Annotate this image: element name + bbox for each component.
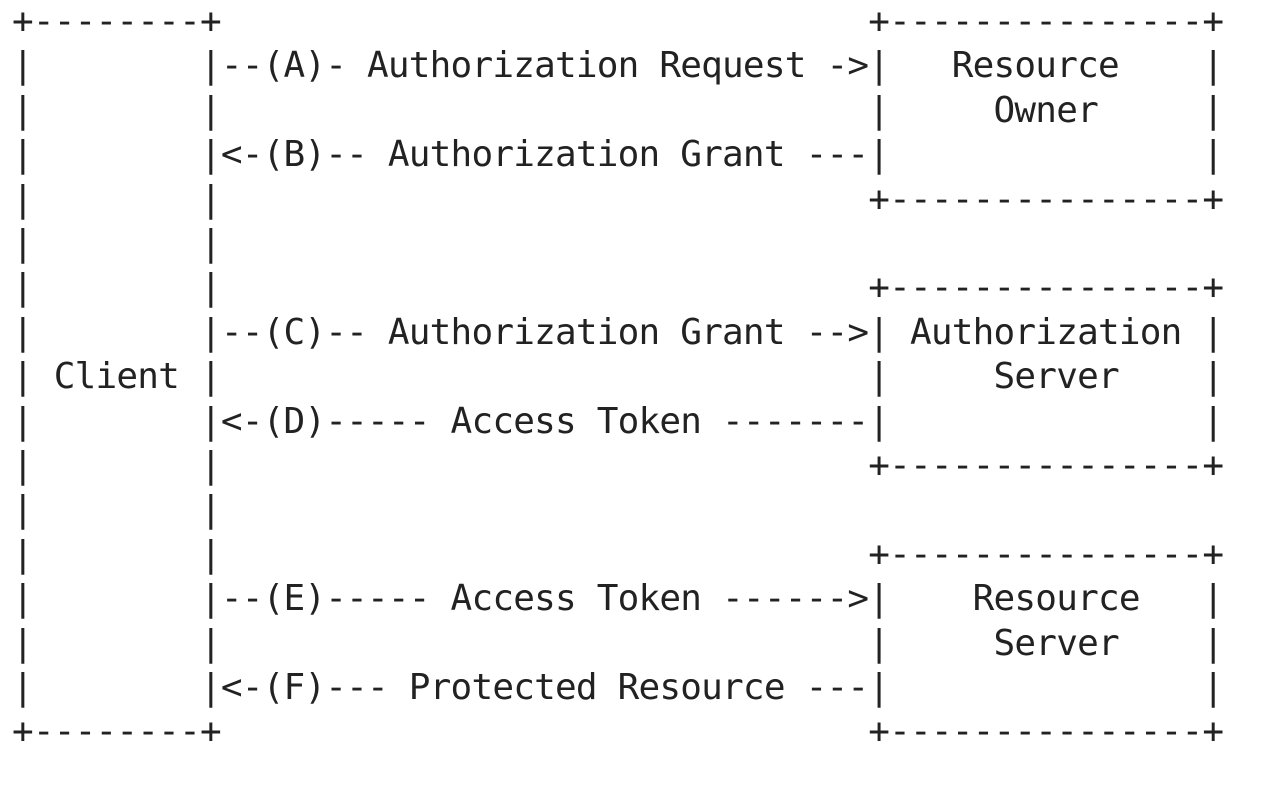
diagram-line-authorization-server-bottom-border: | | +---------------+ (12, 445, 1224, 486)
diagram-line-b-authorization-grant: | |<-(B)-- Authorization Grant ---| | (12, 134, 1224, 176)
diagram-line-client-top-border: +--------+ +---------------+ (12, 1, 1224, 42)
diagram-line-client-label: | Client | | Server | (12, 356, 1224, 398)
diagram-line-c-authorization-grant: | |--(C)-- Authorization Grant -->| Auth… (12, 311, 1224, 353)
diagram-line-spacer-2: | | (12, 489, 222, 531)
diagram-line-spacer-1: | | (12, 223, 222, 264)
diagram-line-resource-server-label: | | | Server | (12, 622, 1224, 664)
diagram-line-resource-owner-bottom-border: | | +---------------+ (12, 178, 1224, 220)
diagram-line-resource-owner-label: | | | Owner | (12, 89, 1224, 131)
diagram-line-bottom-borders: +--------+ +---------------+ (12, 711, 1224, 753)
diagram-line-authorization-server-top-border: | | +---------------+ (12, 267, 1224, 309)
diagram-line-a-authorization-request: | |--(A)- Authorization Request ->| Reso… (12, 45, 1224, 87)
diagram-line-f-protected-resource: | |<-(F)--- Protected Resource ---| | (12, 667, 1224, 708)
diagram-line-d-access-token: | |<-(D)----- Access Token -------| | (12, 400, 1224, 442)
diagram-line-e-access-token: | |--(E)----- Access Token ------>| Reso… (12, 578, 1224, 620)
diagram-line-resource-server-top-border: | | +---------------+ (12, 533, 1224, 575)
